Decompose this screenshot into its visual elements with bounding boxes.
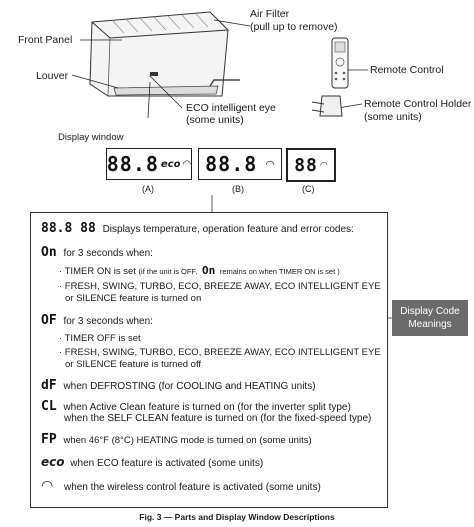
row-eco: eco when ECO feature is activated (some …: [41, 456, 263, 470]
remote-holder: [311, 95, 343, 117]
row-fp: FP when 46°F (8°C) HEATING mode is turne…: [41, 432, 312, 447]
window-c-code: 88: [294, 154, 318, 176]
row-on: On for 3 seconds when:: [41, 245, 153, 260]
display-window-c: 88 ◠: [286, 148, 336, 182]
air-filter-note: (pull up to remove): [250, 21, 338, 33]
window-a-code: 88.8: [106, 152, 159, 176]
window-b-code: 88.8: [205, 152, 258, 176]
wifi-icon: ◠: [41, 477, 54, 493]
display-code-meanings-tag: Display Code Meanings: [392, 300, 468, 336]
row-text: Displays temperature, operation feature …: [102, 224, 354, 235]
tag-line-2: Meanings: [408, 319, 452, 330]
row-text: when Active Clean feature is turned on (…: [63, 402, 351, 413]
row-cl: CL when Active Clean feature is turned o…: [41, 399, 351, 414]
row-of: OF for 3 seconds when:: [41, 313, 153, 328]
row-timer-on: · TIMER ON is set (if the unit is OFF, O…: [59, 265, 340, 278]
wifi-icon: ◠: [265, 158, 275, 171]
window-c-label: (C): [302, 184, 315, 194]
row-text: · TIMER ON is set: [59, 266, 136, 277]
remote-control: [331, 37, 349, 89]
louver-label: Louver: [36, 70, 69, 82]
figure-caption: Fig. 3 — Parts and Display Window Descri…: [139, 512, 335, 522]
code-cl: CL: [41, 399, 57, 414]
row-features-on-2: or SILENCE feature is turned on: [65, 293, 202, 304]
row-text: when DEFROSTING (for COOLING and HEATING…: [63, 381, 316, 392]
row-timer-off: · TIMER OFF is set: [59, 333, 141, 344]
front-panel-label: Front Panel: [18, 34, 73, 46]
eco-eye-note: (some units): [186, 114, 244, 126]
row-df: dF when DEFROSTING (for COOLING and HEAT…: [41, 378, 316, 393]
eco-icon: eco: [41, 455, 65, 469]
remote-control-label: Remote Control: [370, 64, 444, 76]
display-window-label: Display window: [58, 132, 124, 143]
wifi-icon: ◠: [319, 159, 328, 170]
row-features-on: · FRESH, SWING, TURBO, ECO, BREEZE AWAY,…: [59, 281, 381, 292]
tag-line-1: Display Code: [400, 306, 460, 317]
row-text: when the wireless control feature is act…: [64, 482, 321, 493]
window-a-label: (A): [142, 184, 154, 194]
row-text: for 3 seconds when:: [63, 248, 153, 259]
row-features-off-2: or SILENCE feature is turned off: [65, 359, 202, 370]
code-fp: FP: [41, 432, 57, 447]
row-note: remains on when TIMER ON is set ): [219, 267, 340, 276]
remote-holder-note: (some units): [364, 111, 422, 123]
code-display-all: 88.8 88: [41, 221, 96, 236]
display-window-a: 88.8 eco ◠: [106, 148, 192, 180]
air-filter-label: Air Filter: [250, 8, 290, 20]
row-text: when ECO feature is activated (some unit…: [70, 458, 264, 469]
code-on: On: [41, 245, 57, 260]
row-text: for 3 seconds when:: [63, 316, 153, 327]
row-features-off: · FRESH, SWING, TURBO, ECO, BREEZE AWAY,…: [59, 347, 381, 358]
wifi-icon: ◠: [182, 158, 192, 170]
row-cl-2: when the SELF CLEAN feature is turned on…: [64, 413, 372, 424]
remote-holder-label: Remote Control Holder: [364, 98, 472, 110]
indoor-unit: [89, 11, 240, 97]
row-text: when 46°F (8°C) HEATING mode is turned o…: [63, 435, 312, 446]
eco-icon: eco: [160, 158, 181, 170]
code-of: OF: [41, 313, 57, 328]
code-on-inline: On: [201, 264, 216, 277]
row-display-all: 88.8 88 Displays temperature, operation …: [41, 221, 354, 236]
row-wifi: ◠ when the wireless control feature is a…: [41, 477, 321, 494]
window-b-label: (B): [232, 184, 244, 194]
row-note: (if the unit is OFF,: [138, 267, 198, 276]
display-window-b: 88.8 ◠: [198, 148, 282, 180]
code-df: dF: [41, 378, 57, 393]
eco-eye-label: ECO intelligent eye: [186, 102, 276, 114]
display-codes-panel: 88.8 88 Displays temperature, operation …: [30, 212, 388, 508]
